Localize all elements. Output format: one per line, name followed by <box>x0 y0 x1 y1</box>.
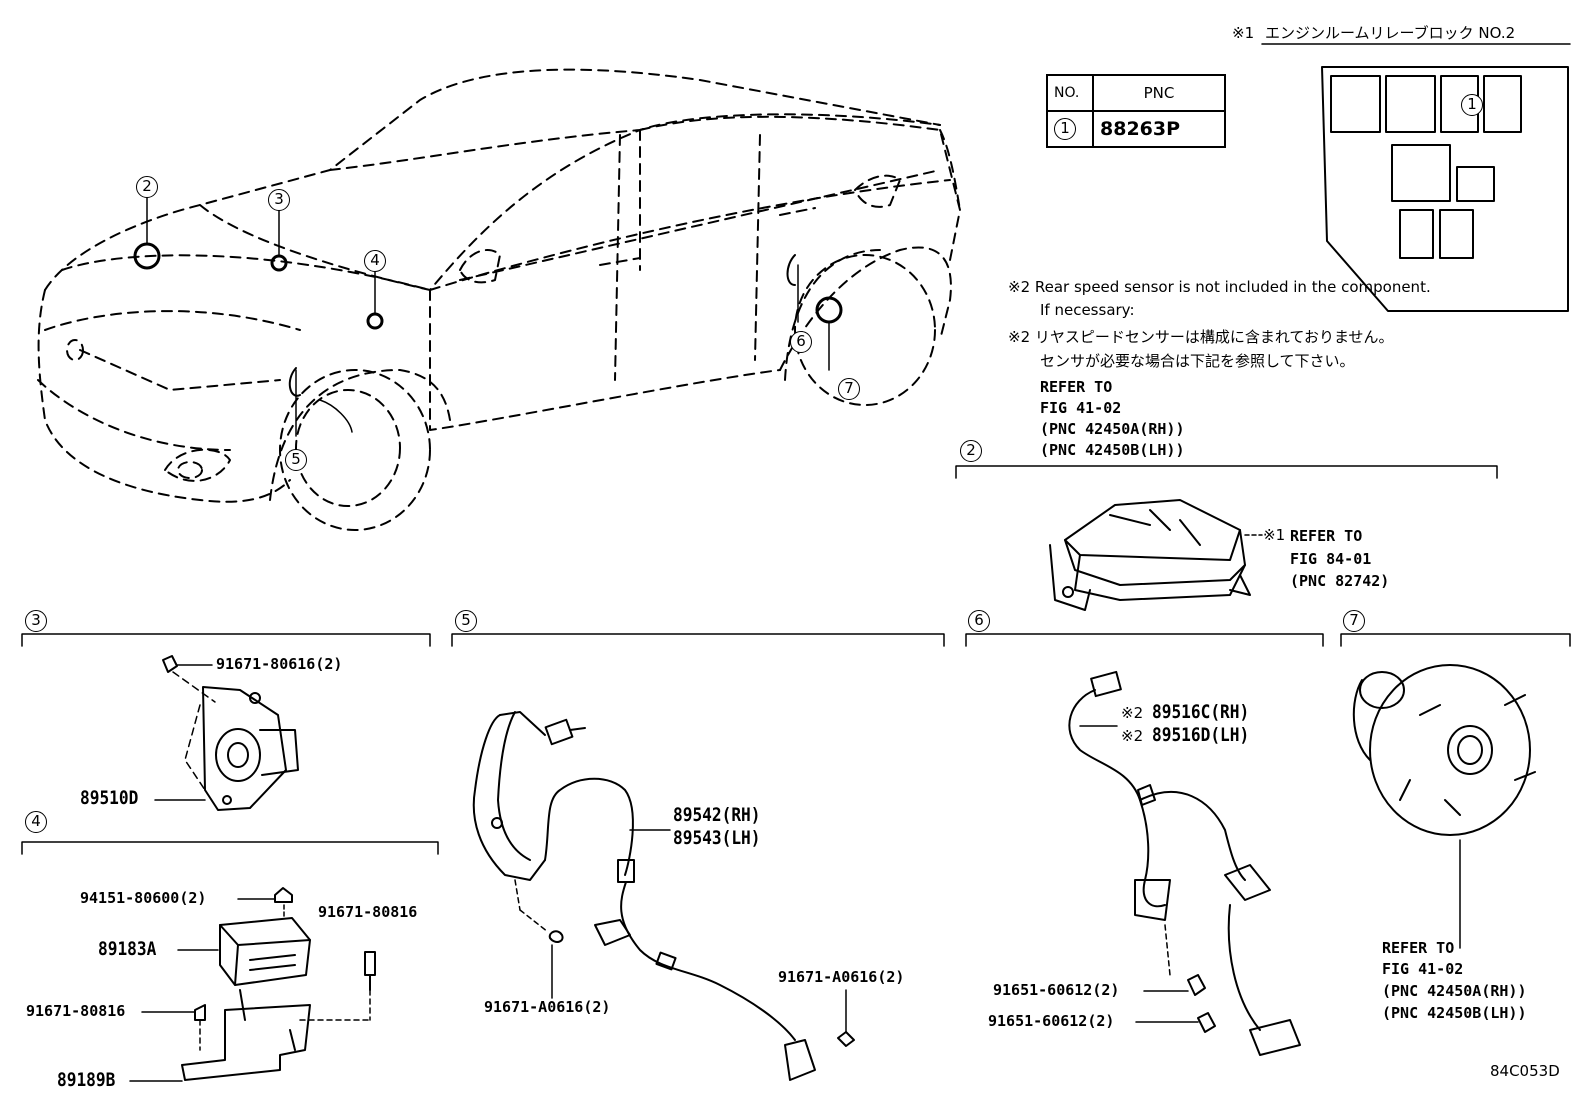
callout-2-car: 2 <box>136 176 158 198</box>
note-refer: REFER TO <box>1040 378 1113 396</box>
sec4-module: 89183A <box>98 938 157 960</box>
sec5-sensor-lh: 89543(LH) <box>673 827 761 849</box>
note-fig: FIG 41-02 <box>1040 399 1122 417</box>
callout-3-car: 3 <box>268 189 290 211</box>
note-pnc-rh: (PNC 42450A(RH)) <box>1040 420 1185 438</box>
note-en-line2: If necessary: <box>1040 301 1135 319</box>
table-header-no: NO. <box>1046 74 1094 112</box>
sec6-sensor-rh: 89516C(RH) <box>1152 701 1250 723</box>
yaw-rate-sensor-drawing <box>129 887 376 1082</box>
sec7-refer: REFER TO <box>1382 939 1455 957</box>
callout-7-car: 7 <box>838 378 860 400</box>
callout-5-car: 5 <box>285 449 307 471</box>
callout-4-car: 4 <box>364 250 386 272</box>
section-brackets <box>21 465 1571 855</box>
sec2-fig: FIG 84-01 <box>1290 550 1372 568</box>
sec5-bolt-right: 91671-A0616(2) <box>778 968 905 986</box>
sec4-bolt-left: 91671-80816 <box>26 1002 126 1020</box>
sec6-mark-rh: ※2 <box>1121 704 1144 722</box>
sec5-bolt-left: 91671-A0616(2) <box>484 998 611 1016</box>
header-note-title: エンジンルームリレーブロック NO.2 <box>1265 24 1516 42</box>
front-speed-sensor-drawing <box>472 711 855 1081</box>
table-row-no: 1 <box>1046 110 1094 148</box>
section-3-number: 3 <box>25 610 47 632</box>
header-note-mark: ※1 <box>1232 24 1255 42</box>
rear-speed-sensor-drawing <box>1068 670 1301 1056</box>
callout-6-car: 6 <box>790 331 812 353</box>
table-row-pnc: 88263P <box>1092 110 1226 148</box>
section-4-number: 4 <box>25 811 47 833</box>
section-7-number: 7 <box>1343 610 1365 632</box>
sec3-part: 89510D <box>80 787 139 809</box>
pnc-table: NO. PNC 1 88263P <box>1046 74 1226 148</box>
note-jp-line2: センサが必要な場合は下記を参照して下さい。 <box>1040 352 1355 370</box>
relay-cover-drawing <box>1049 499 1263 611</box>
section-5-number: 5 <box>455 610 477 632</box>
sec7-pnc-lh: (PNC 42450B(LH)) <box>1382 1004 1527 1022</box>
section-6-number: 6 <box>968 610 990 632</box>
hub-bearing-drawing <box>1352 664 1536 949</box>
sec7-pnc-rh: (PNC 42450A(RH)) <box>1382 982 1527 1000</box>
sec4-bracket: 89189B <box>57 1069 116 1091</box>
sec4-nut: 94151-80600(2) <box>80 889 207 907</box>
sec5-sensor-rh: 89542(RH) <box>673 804 761 826</box>
height-sensor-drawing <box>154 655 299 811</box>
sec2-refer: REFER TO <box>1290 527 1363 545</box>
figure-code: 84C053D <box>1490 1062 1560 1080</box>
sec6-bolt-2: 91651-60612(2) <box>988 1012 1115 1030</box>
sec2-pnc: (PNC 82742) <box>1290 572 1390 590</box>
sec4-bolt-right: 91671-80816 <box>318 903 418 921</box>
sec7-fig: FIG 41-02 <box>1382 960 1464 978</box>
table-header-pnc: PNC <box>1092 74 1226 112</box>
sec6-sensor-lh: 89516D(LH) <box>1152 724 1250 746</box>
relay-slot-label: 1 <box>1461 94 1483 116</box>
note-en-line1: ※2 Rear speed sensor is not included in … <box>1008 278 1431 296</box>
section-2-number: 2 <box>960 440 982 462</box>
sec2-ref-mark: ※1 <box>1263 526 1286 544</box>
relay-block-diagram <box>1321 66 1569 312</box>
sec3-bolt: 91671-80616(2) <box>216 655 343 673</box>
note-jp-line1: ※2 リヤスピードセンサーは構成に含まれておりません。 <box>1008 328 1394 346</box>
note-pnc-lh: (PNC 42450B(LH)) <box>1040 441 1185 459</box>
sec6-bolt-1: 91651-60612(2) <box>993 981 1120 999</box>
sec6-mark-lh: ※2 <box>1121 727 1144 745</box>
